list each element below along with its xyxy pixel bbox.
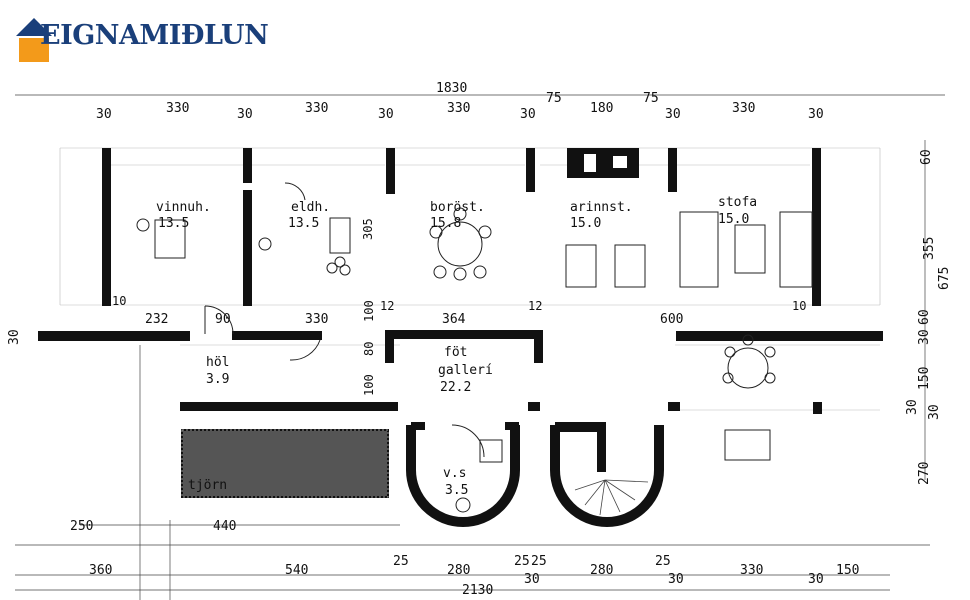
- dim-bottom-150: 150: [836, 563, 859, 578]
- dim-top-5: 30: [378, 107, 394, 122]
- furniture: [136, 207, 813, 513]
- room-hol: höl: [206, 355, 229, 370]
- right-dimensions: 60 355 675 30 60 150 30 30 270 30: [7, 149, 952, 485]
- room-vinnuh-area: 13.5: [158, 216, 189, 231]
- dim-bottom-250: 250: [70, 519, 93, 534]
- dim-bottom-25a: 25: [393, 554, 409, 569]
- room-eldh: eldh.: [291, 200, 330, 215]
- dim-top-6: 330: [447, 101, 470, 116]
- top-dimensions: 1830 30 330 30 330 30 330 30 75 180 75 3…: [96, 81, 824, 122]
- dim-bottom-30c: 30: [524, 572, 540, 587]
- brand-name: EIGNAMIÐLUN: [40, 20, 269, 51]
- room-galleri-area: 22.2: [440, 380, 471, 395]
- dim-top-8: 75: [546, 91, 562, 106]
- room-stofa-area: 15.0: [718, 212, 749, 227]
- dim-right-60a: 60: [919, 149, 934, 165]
- dim-right-30c: 30: [927, 404, 942, 420]
- dim-bottom-30b: 30: [808, 572, 824, 587]
- room-borost: boröst.: [430, 200, 485, 215]
- dim-vert-100b: 100: [362, 374, 376, 396]
- wc-curved-wall: [406, 425, 520, 527]
- dim-top-1: 30: [96, 107, 112, 122]
- dim-top-3: 30: [237, 107, 253, 122]
- room-arinnst: arinnst.: [570, 200, 633, 215]
- room-hol-area: 3.9: [206, 372, 229, 387]
- dim-bottom-540: 540: [285, 563, 308, 578]
- dim-left-30: 30: [7, 329, 22, 345]
- dim-right-150: 150: [917, 367, 932, 390]
- dim-top-9: 180: [590, 101, 613, 116]
- dim-top-2: 330: [166, 101, 189, 116]
- dim-top-4: 330: [305, 101, 328, 116]
- room-galleri: gallerí: [438, 363, 493, 378]
- dim-right-60b: 60: [917, 309, 932, 325]
- walls: [38, 148, 883, 414]
- spiral-stair: [574, 479, 649, 516]
- dim-bottom-30a: 30: [668, 572, 684, 587]
- dim-right-675: 675: [937, 267, 952, 290]
- dim-bottom-440: 440: [213, 519, 236, 534]
- dim-top-11: 30: [665, 107, 681, 122]
- dim-bottom-25d: 25: [655, 554, 671, 569]
- stair-curved-wall: [550, 425, 664, 527]
- dim-small-12a: 12: [380, 299, 394, 313]
- dim-right-30b: 30: [905, 399, 920, 415]
- room-fot: föt: [444, 345, 467, 360]
- doors: [204, 182, 485, 458]
- dimension-lines: [15, 94, 945, 600]
- interior-dimensions: 232 90 330 364 600 10 10 12 12 305 100 8…: [112, 218, 806, 396]
- room-eldh-area: 13.5: [288, 216, 319, 231]
- dim-bottom-280a: 280: [447, 563, 470, 578]
- dim-small-10a: 10: [112, 294, 126, 308]
- room-vs-area: 3.5: [445, 483, 468, 498]
- fireplace: [567, 148, 639, 178]
- dim-bottom-280b: 280: [590, 563, 613, 578]
- dim-small-12b: 12: [528, 299, 542, 313]
- dim-top-12: 330: [732, 101, 755, 116]
- room-vs: v.s: [443, 466, 466, 481]
- dim-bottom-330: 330: [740, 563, 763, 578]
- dim-inner-232: 232: [145, 312, 168, 327]
- pond: [181, 429, 389, 498]
- room-vinnuh: vinnuh.: [156, 200, 211, 215]
- floor-hatching: [59, 147, 881, 411]
- dim-bottom-25c: 25: [531, 554, 547, 569]
- dim-right-30a: 30: [917, 329, 932, 345]
- dim-bottom-25b: 25: [514, 554, 530, 569]
- dim-top-total: 1830: [436, 81, 467, 96]
- room-borost-area: 15.8: [430, 216, 461, 231]
- dim-small-10b: 10: [792, 299, 806, 313]
- room-tjorn: tjörn: [188, 478, 227, 493]
- dim-inner-364: 364: [442, 312, 466, 327]
- room-labels: vinnuh. 13.5 eldh. 13.5 boröst. 15.8 ari…: [156, 195, 757, 498]
- room-stofa: stofa: [718, 195, 757, 210]
- dim-right-270: 270: [917, 462, 932, 485]
- dim-top-7: 30: [520, 107, 536, 122]
- brand-logo-icon: [16, 18, 52, 62]
- room-arinnst-area: 15.0: [570, 216, 601, 231]
- dim-vert-100a: 100: [362, 300, 376, 322]
- dim-inner-330: 330: [305, 312, 328, 327]
- bottom-dimensions: 250 440 360 540 25 280 25 25 25 280 30 3…: [70, 519, 859, 598]
- dim-top-10: 75: [643, 91, 659, 106]
- dim-vert-80: 80: [362, 342, 376, 356]
- dim-inner-90: 90: [215, 312, 231, 327]
- dim-right-355: 355: [922, 237, 937, 260]
- dim-bottom-360: 360: [89, 563, 112, 578]
- dim-bottom-total: 2130: [462, 583, 493, 598]
- dim-inner-600: 600: [660, 312, 683, 327]
- dim-eldh-side: 305: [361, 218, 375, 240]
- dim-top-13: 30: [808, 107, 824, 122]
